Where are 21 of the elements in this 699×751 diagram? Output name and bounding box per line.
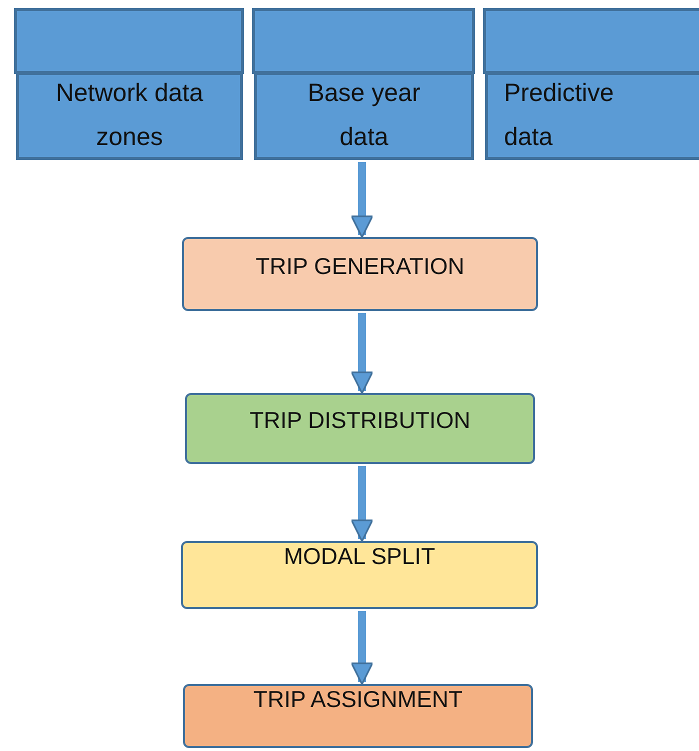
step-label: TRIP ASSIGNMENT [253, 686, 463, 713]
data-label: Network data zones [54, 78, 204, 153]
process-box [185, 393, 535, 464]
step-label: MODAL SPLIT [284, 543, 436, 570]
step-label: TRIP GENERATION [256, 253, 464, 280]
data-label: Base year data [306, 78, 422, 153]
header-box [14, 8, 244, 74]
arrow [350, 611, 374, 685]
data-box [16, 72, 243, 160]
data-label: Predictive data [503, 78, 615, 153]
process-box [181, 541, 538, 609]
arrow [350, 313, 374, 394]
data-box [254, 72, 474, 160]
arrow [350, 162, 374, 238]
step-label: TRIP DISTRIBUTION [250, 407, 470, 434]
header-box [483, 8, 699, 74]
arrow [350, 466, 374, 542]
process-box [183, 684, 533, 748]
header-box [252, 8, 475, 74]
data-box [485, 72, 699, 160]
process-box [182, 237, 538, 311]
